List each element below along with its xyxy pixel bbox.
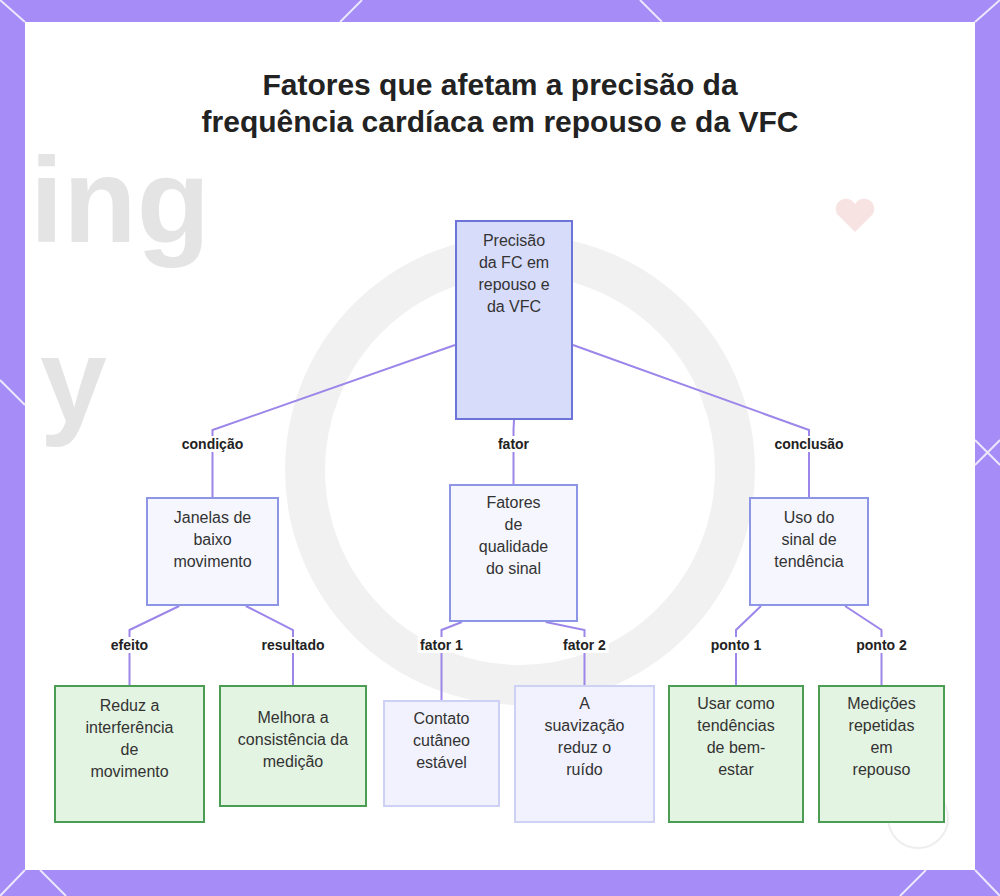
edge-label: efeito: [108, 637, 151, 653]
category-box: Uso do sinal de tendência: [749, 497, 869, 606]
connector-line: [513, 420, 516, 484]
heart-icon: [836, 199, 875, 232]
edge-label: fator 1: [417, 637, 466, 653]
node-label: Uso do sinal de tendência: [766, 507, 852, 573]
point-box: Medições repetidas em repouso: [818, 685, 945, 823]
node-label: Precisão da FC em repouso e da VFC: [477, 230, 551, 318]
edge-label: ponto 2: [853, 637, 910, 653]
effect-box: Reduz a interferência de movimento: [54, 685, 205, 823]
node-label: Medições repetidas em repouso: [842, 693, 922, 781]
connector-line: [573, 345, 809, 497]
factor-box: Contato cutâneo estável: [383, 700, 500, 807]
edge-label: fator 2: [560, 637, 609, 653]
factor-box: A suavização reduz o ruído: [514, 685, 655, 823]
connector-line: [546, 622, 585, 685]
watermark-text: ing: [30, 140, 210, 260]
edge-label: resultado: [258, 637, 327, 653]
connector-line: [213, 345, 456, 497]
root-box: Precisão da FC em repouso e da VFC: [455, 220, 573, 420]
node-label: Usar como tendências de bem-estar: [691, 693, 781, 781]
watermark-text: y: [40, 320, 107, 440]
diagram-title: Fatores que afetam a precisão da frequên…: [200, 66, 800, 140]
node-label: Contato cutâneo estável: [406, 708, 478, 774]
node-label: Fatores de qualidade do sinal: [478, 492, 550, 580]
node-label: Melhora a consistência da medição: [236, 707, 351, 773]
effect-box: Melhora a consistência da medição: [219, 685, 367, 807]
category-box: Fatores de qualidade do sinal: [449, 484, 578, 622]
category-box: Janelas de baixo movimento: [146, 497, 279, 606]
node-label: Janelas de baixo movimento: [168, 507, 258, 573]
point-box: Usar como tendências de bem-estar: [668, 685, 804, 823]
panel: [25, 22, 975, 870]
edge-label: conclusão: [771, 436, 846, 452]
connector-line: [442, 622, 462, 700]
edge-label: condição: [179, 436, 246, 452]
node-label: A suavização reduz o ruído: [542, 693, 627, 781]
node-label: Reduz a interferência de movimento: [82, 695, 177, 783]
edge-label: fator: [495, 436, 532, 452]
edge-label: ponto 1: [708, 637, 765, 653]
